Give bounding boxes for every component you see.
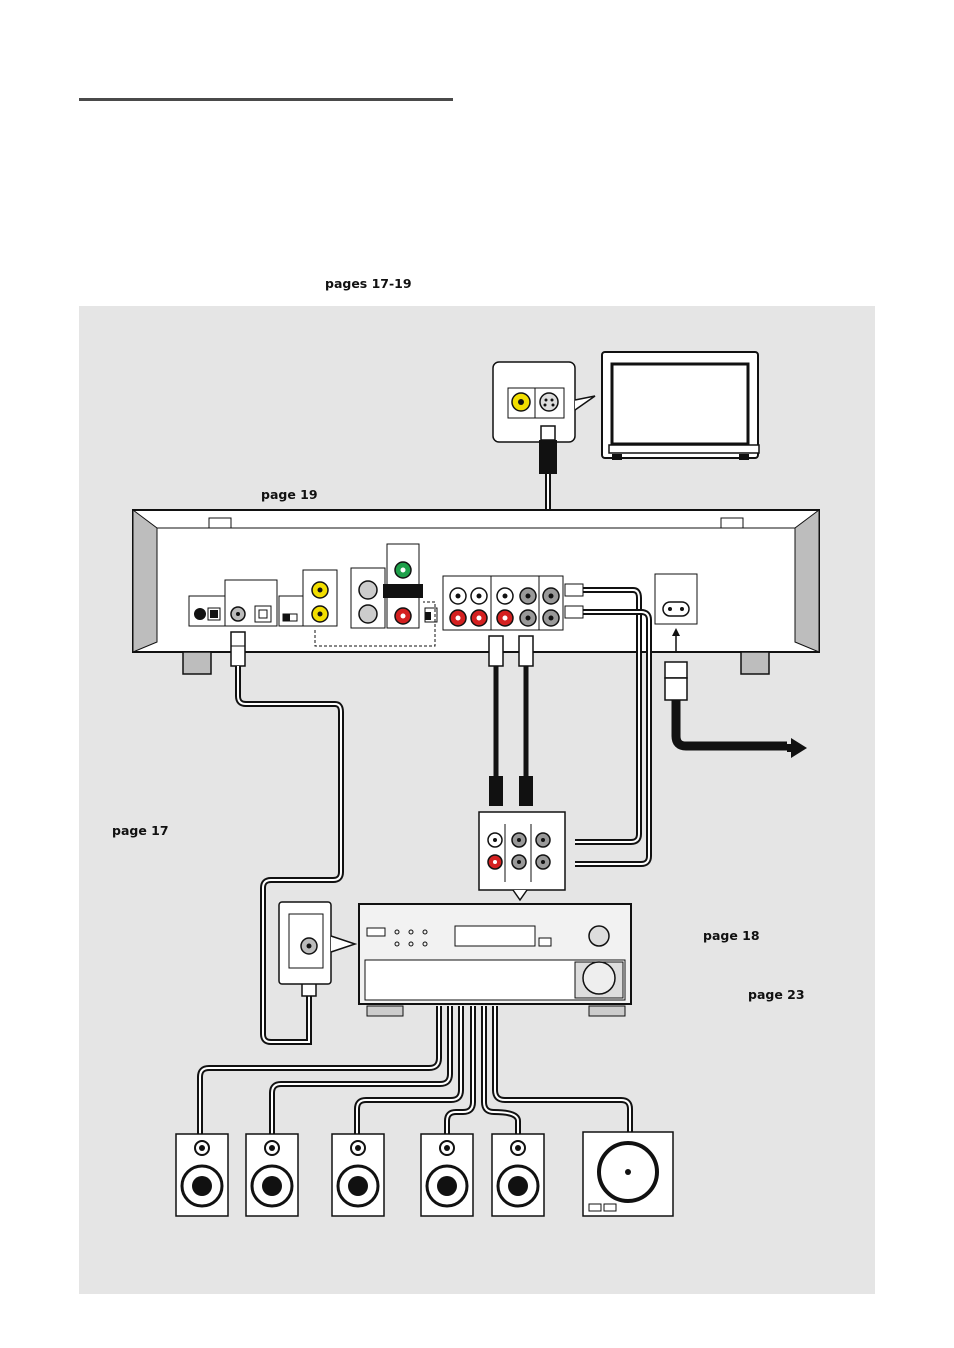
speaker-surround-left bbox=[421, 1134, 473, 1216]
power-reference: page 23 bbox=[748, 987, 805, 1002]
connection-diagram bbox=[79, 306, 875, 1294]
connection-diagram-panel: page 19 page 17 page 18 page 23 bbox=[79, 306, 875, 1294]
speaker-center bbox=[332, 1134, 384, 1216]
receiver-coaxial-callout bbox=[279, 902, 355, 984]
analog-audio-cables bbox=[489, 636, 533, 806]
analog-audio-reference: page 18 bbox=[703, 928, 760, 943]
speaker-surround-right bbox=[492, 1134, 544, 1216]
speaker-front-left bbox=[176, 1134, 228, 1216]
subwoofer bbox=[583, 1132, 673, 1216]
header-rule bbox=[79, 98, 453, 101]
tv-s-video-jack bbox=[540, 393, 558, 411]
television bbox=[602, 352, 759, 460]
digital-audio-reference: page 17 bbox=[112, 823, 169, 838]
intro-page-reference: pages 17-19 bbox=[325, 276, 412, 291]
av-receiver bbox=[359, 904, 631, 1016]
speaker-front-right bbox=[246, 1134, 298, 1216]
receiver-input-callout bbox=[479, 812, 565, 900]
video-connection-reference: page 19 bbox=[261, 487, 318, 502]
